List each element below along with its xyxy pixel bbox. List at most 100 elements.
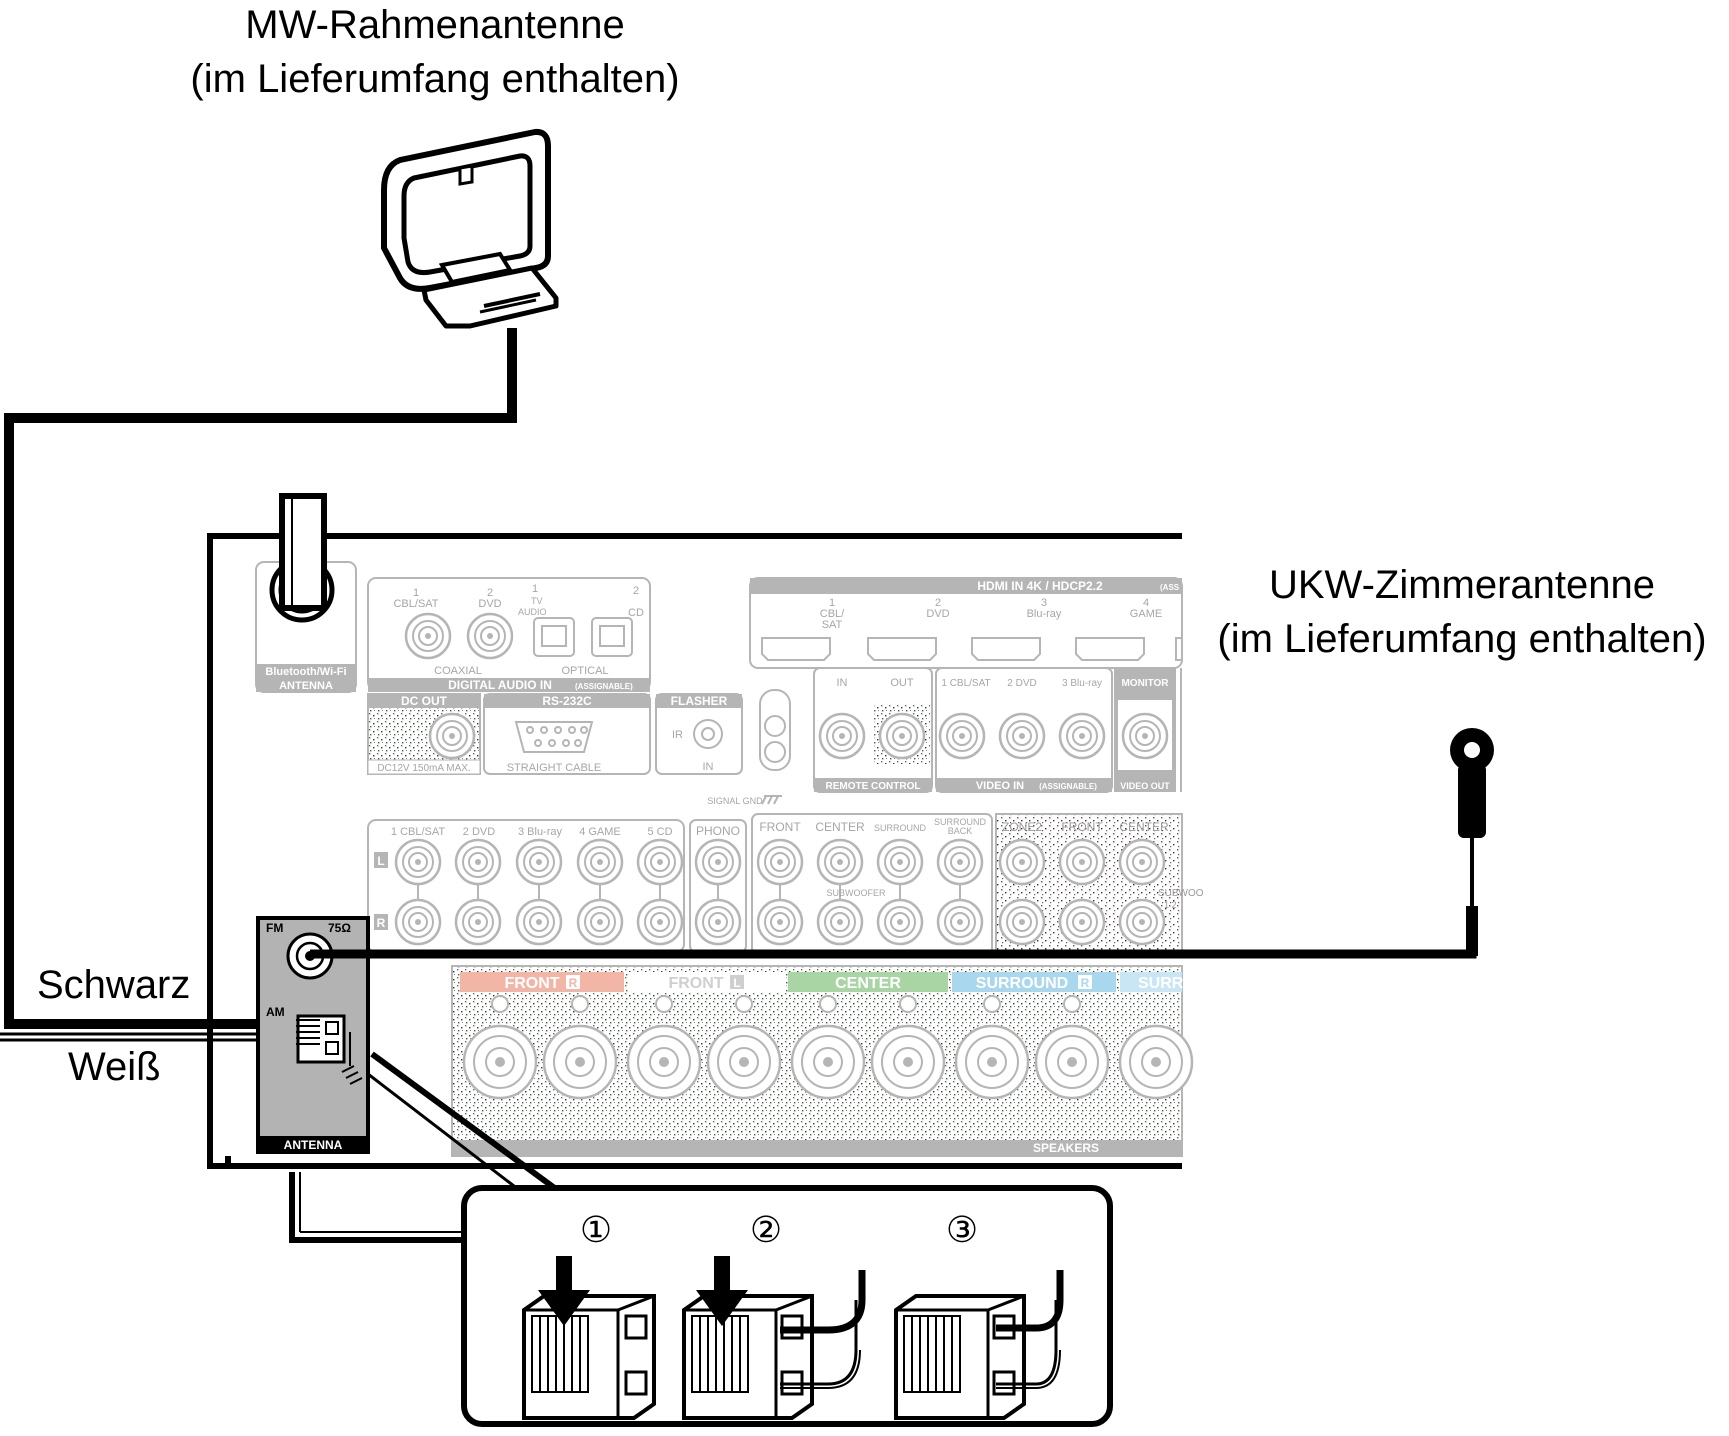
svg-text:DC OUT: DC OUT: [401, 694, 448, 708]
svg-text:1: 1: [532, 583, 538, 595]
svg-text:5 CD: 5 CD: [647, 826, 672, 838]
svg-text:R: R: [1081, 976, 1090, 990]
speaker-center-label: CENTER: [835, 975, 901, 992]
svg-text:4 GAME: 4 GAME: [579, 826, 621, 838]
svg-text:AUDIO: AUDIO: [518, 607, 547, 617]
svg-text:CENTER: CENTER: [815, 820, 865, 834]
rs232c-section: RS-232C STRAIGHT CABLE: [483, 693, 651, 775]
svg-text:DIGITAL AUDIO IN: DIGITAL AUDIO IN: [448, 678, 552, 692]
svg-text:(ASS: (ASS: [1160, 583, 1180, 592]
svg-text:GAME: GAME: [1130, 608, 1162, 620]
svg-text:DC12V 150mA MAX.: DC12V 150mA MAX.: [377, 763, 470, 774]
zone2-section: ZONE2 FRONT CENTER SUBWOO 1 2: [995, 813, 1204, 955]
am-loop-antenna-icon: [381, 128, 559, 329]
svg-text:ANTENNA: ANTENNA: [279, 680, 333, 692]
svg-text:REMOTE CONTROL: REMOTE CONTROL: [826, 781, 921, 792]
svg-text:IR: IR: [672, 729, 683, 741]
step-2-label: ②: [750, 1209, 782, 1250]
svg-text:FM: FM: [266, 921, 283, 935]
svg-text:SURROUND: SURROUND: [934, 817, 987, 827]
speaker-front-l-label: FRONT: [668, 975, 723, 992]
svg-text:(ASSIGNABLE): (ASSIGNABLE): [1039, 782, 1097, 791]
svg-text:SAT: SAT: [822, 619, 843, 631]
step-3-illustration: [894, 1270, 1064, 1420]
svg-text:2 DVD: 2 DVD: [463, 826, 495, 838]
svg-text:PHONO: PHONO: [696, 824, 740, 838]
svg-text:Blu-ray: Blu-ray: [1027, 608, 1062, 620]
svg-text:1 CBL/SAT: 1 CBL/SAT: [391, 826, 445, 838]
svg-text:2: 2: [487, 587, 493, 599]
speaker-surround-r-label: SURROUND: [976, 975, 1068, 992]
svg-text:DVD: DVD: [478, 598, 501, 610]
svg-text:SIGNAL GND: SIGNAL GND: [707, 796, 763, 806]
signal-gnd-terminal: SIGNAL GND: [707, 689, 791, 806]
svg-text:2: 2: [935, 597, 941, 609]
svg-text:AM: AM: [266, 1005, 285, 1019]
speaker-front-r-label: FRONT: [504, 975, 559, 992]
receiver-rear-panel: [207, 533, 1182, 1243]
dc-out-section: DC OUT DC12V 150mA MAX.: [367, 693, 481, 775]
am-wiring-steps-callout: ① ② ③: [461, 1185, 1113, 1427]
svg-text:3 Blu-ray: 3 Blu-ray: [1062, 678, 1102, 689]
svg-text:SURR: SURR: [1138, 975, 1184, 992]
svg-text:ZONE2: ZONE2: [1002, 820, 1042, 834]
svg-text:(ASSIGNABLE): (ASSIGNABLE): [575, 682, 633, 691]
svg-text:MONITOR: MONITOR: [1121, 678, 1169, 689]
bt-antenna-label: Bluetooth/Wi-Fi: [265, 666, 346, 678]
am-antenna-note: (im Lieferumfang enthalten): [190, 57, 679, 101]
svg-text:R: R: [569, 976, 578, 990]
step-1-illustration: [522, 1256, 656, 1420]
fm-antenna-note: (im Lieferumfang enthalten): [1217, 617, 1706, 661]
hdmi-in-section: HDMI IN 4K / HDCP2.2 (ASS 1 CBL/ SAT 2 D…: [749, 577, 1183, 669]
bt-wifi-antenna-block: Bluetooth/Wi-Fi ANTENNA: [255, 493, 357, 693]
am-antenna-title: MW-Rahmenantenne: [245, 3, 624, 47]
video-in-section: 1 CBL/SAT 2 DVD 3 Blu-ray VIDEO IN (ASSI…: [935, 667, 1113, 793]
svg-text:ANTENNA: ANTENNA: [284, 1138, 343, 1152]
flasher-section: FLASHER IR IN: [655, 693, 743, 775]
svg-text:IN: IN: [703, 761, 714, 773]
wire-black-label: Schwarz: [37, 963, 190, 1007]
svg-text:1 CBL/SAT: 1 CBL/SAT: [941, 678, 990, 689]
svg-text:STRAIGHT CABLE: STRAIGHT CABLE: [507, 762, 602, 774]
wire-white-label: Weiß: [68, 1045, 161, 1089]
svg-text:SUBWOOFER: SUBWOOFER: [826, 888, 886, 898]
svg-text:IN: IN: [837, 677, 848, 689]
svg-text:CD: CD: [628, 607, 644, 619]
fm-antenna-cable: [310, 930, 1477, 959]
step-3-label: ③: [946, 1209, 978, 1250]
svg-text:2 DVD: 2 DVD: [1007, 678, 1036, 689]
digital-audio-in-section: DIGITAL AUDIO IN (ASSIGNABLE) 1 CBL/SAT …: [367, 577, 651, 692]
svg-text:CENTER: CENTER: [1119, 820, 1169, 834]
svg-text:COAXIAL: COAXIAL: [434, 665, 482, 677]
monitor-out-section: MONITOR VIDEO OUT: [1114, 668, 1182, 792]
svg-text:1: 1: [413, 587, 419, 599]
svg-text:L: L: [377, 854, 384, 868]
fm-antenna-title: UKW-Zimmerantenne: [1269, 563, 1655, 607]
svg-text:L: L: [733, 976, 740, 990]
audio-in-section: 1 CBL/SAT 2 DVD 3 Blu-ray 4 GAME 5 CD L …: [367, 819, 685, 953]
svg-text:1: 1: [829, 597, 835, 609]
svg-text:CBL/SAT: CBL/SAT: [393, 598, 438, 610]
svg-text:SURROUND: SURROUND: [874, 823, 927, 833]
phono-section: PHONO: [689, 819, 747, 953]
fm-indoor-antenna-icon: [1450, 728, 1494, 956]
svg-text:FRONT: FRONT: [1061, 820, 1103, 834]
remote-control-section: IN OUT REMOTE CONTROL: [813, 667, 933, 793]
svg-text:R: R: [377, 916, 386, 930]
svg-text:FLASHER: FLASHER: [671, 694, 728, 708]
svg-text:TV: TV: [531, 596, 543, 606]
step-1-label: ①: [580, 1209, 612, 1250]
svg-text:SUBWOO: SUBWOO: [1158, 888, 1204, 899]
svg-text:4: 4: [1143, 597, 1149, 609]
svg-text:3 Blu-ray: 3 Blu-ray: [518, 826, 563, 838]
svg-text:DVD: DVD: [926, 608, 949, 620]
svg-text:75Ω: 75Ω: [328, 921, 351, 935]
svg-text:OPTICAL: OPTICAL: [561, 665, 608, 677]
svg-text:BACK: BACK: [948, 826, 973, 836]
svg-text:1 2: 1 2: [1164, 900, 1177, 910]
svg-text:3: 3: [1041, 597, 1047, 609]
svg-text:VIDEO OUT: VIDEO OUT: [1120, 781, 1170, 791]
speaker-terminals-section: FRONT R FRONT L CENTER SURROUND R SURR S…: [451, 965, 1194, 1157]
